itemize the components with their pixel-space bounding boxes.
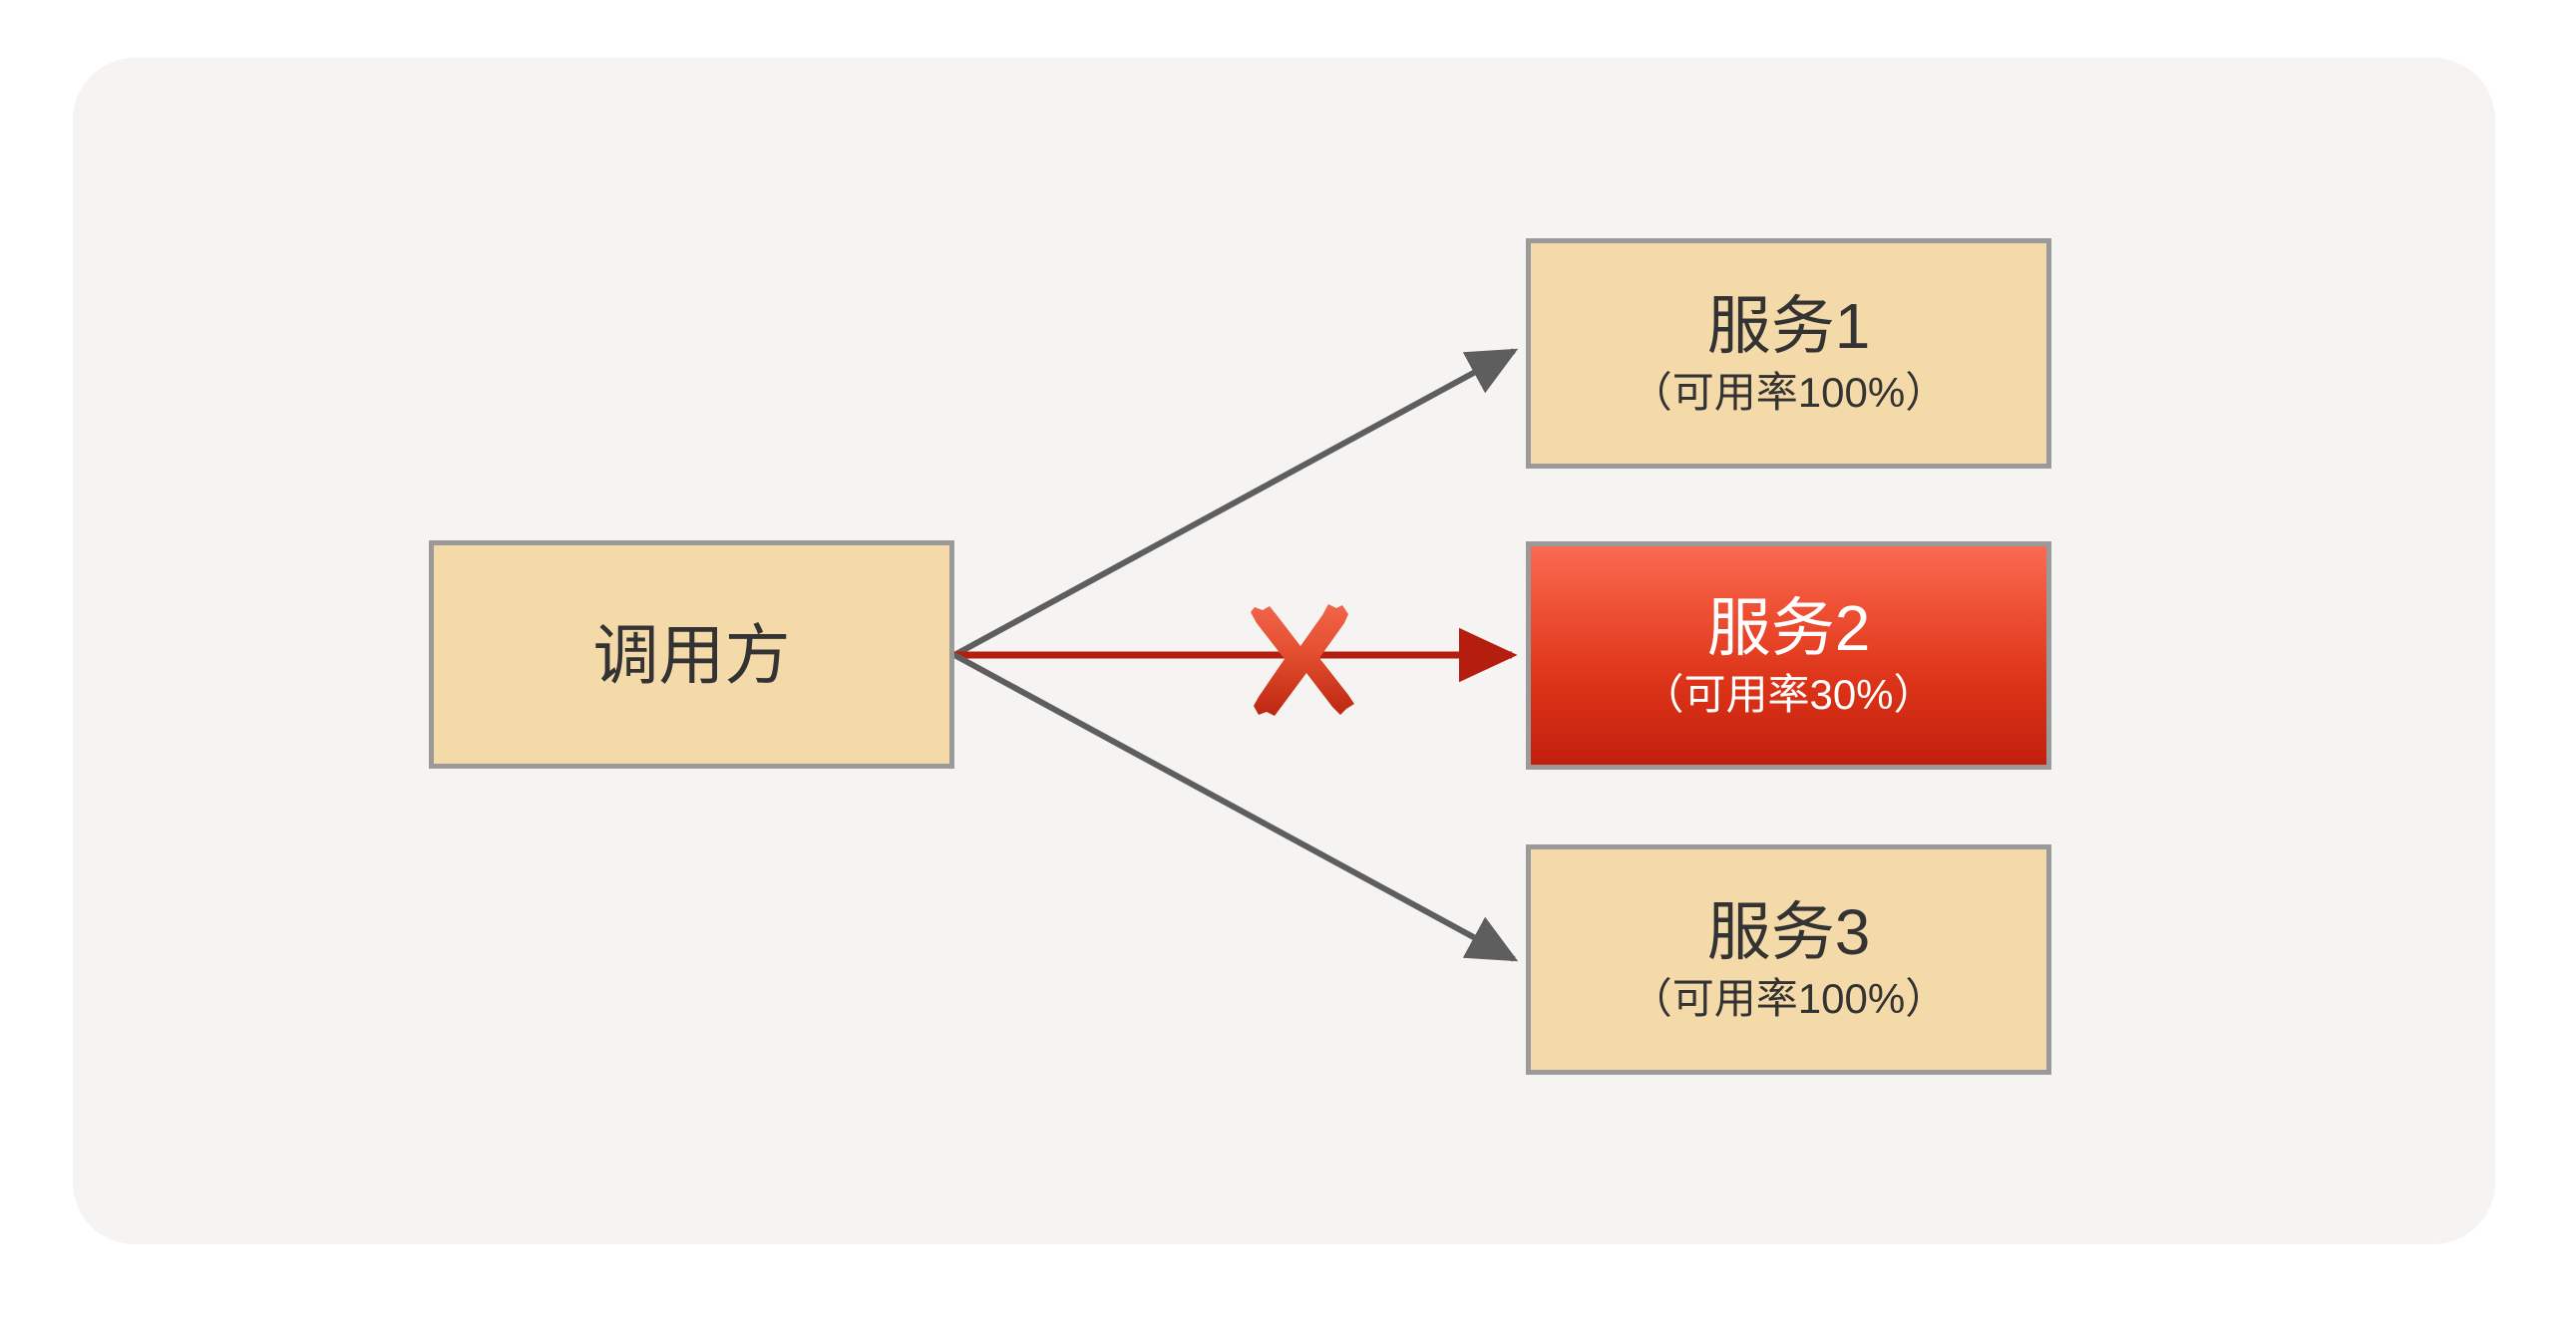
service-1-title: 服务1 bbox=[1706, 289, 1871, 362]
service-3-availability: （可用率100%） bbox=[1630, 974, 1948, 1022]
service-1-node[interactable]: 服务1 （可用率100%） bbox=[1526, 238, 2051, 469]
service-1-availability: （可用率100%） bbox=[1630, 368, 1948, 416]
caller-label: 调用方 bbox=[592, 617, 791, 692]
caller-node[interactable]: 调用方 bbox=[429, 540, 954, 769]
service-2-node[interactable]: 服务2 （可用率30%） bbox=[1526, 541, 2051, 770]
service-2-availability: （可用率30%） bbox=[1642, 670, 1936, 718]
blocked-x-mark bbox=[1251, 604, 1354, 716]
x-mark-icon bbox=[1251, 604, 1354, 716]
service-3-node[interactable]: 服务3 （可用率100%） bbox=[1526, 844, 2051, 1075]
service-3-title: 服务3 bbox=[1706, 895, 1871, 968]
service-2-title: 服务2 bbox=[1706, 591, 1871, 664]
